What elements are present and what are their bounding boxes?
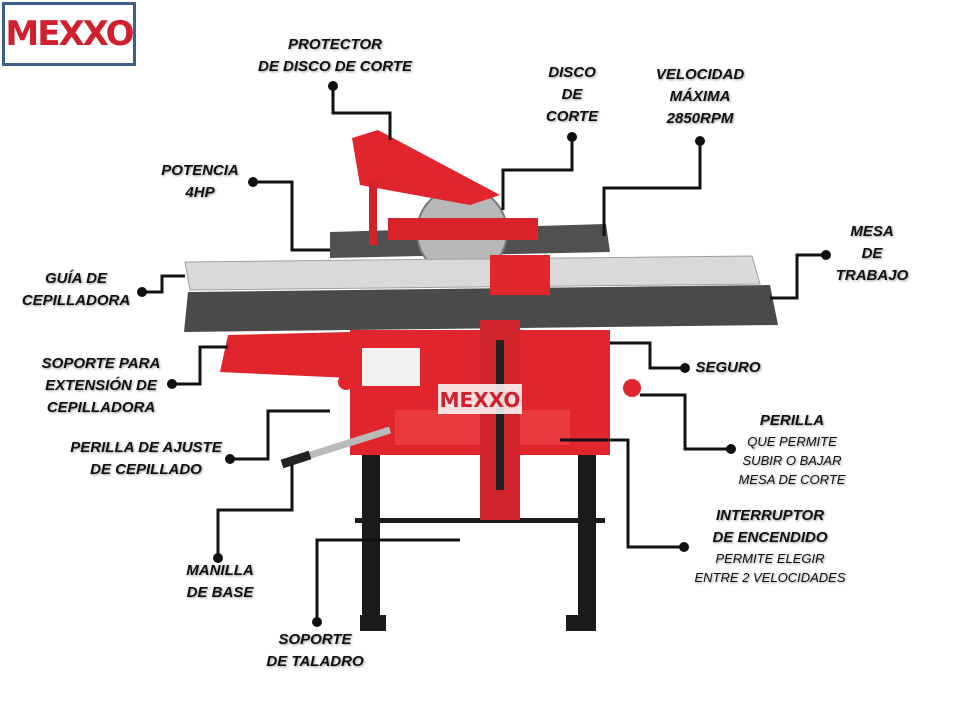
label-title: DE CEPILLADO bbox=[90, 461, 202, 478]
label-title: DE DISCO DE CORTE bbox=[258, 58, 412, 75]
label-manilla: MANILLA DE BASE bbox=[170, 560, 270, 604]
label-perilla: PERILLA QUE PERMITE SUBIR O BAJAR MESA DE C… bbox=[730, 410, 854, 489]
planer-fence bbox=[184, 255, 761, 291]
label-title: PERILLA bbox=[759, 412, 825, 429]
stand-legs bbox=[355, 455, 605, 631]
label-title: INTERRUPTOR bbox=[715, 507, 825, 524]
label-interruptor: INTERRUPTOR DE ENCENDIDO PERMITE ELEGIR ENT… bbox=[690, 505, 850, 587]
label-velocidad: VELOCIDAD MÁXIMA 2850RPM bbox=[640, 64, 760, 130]
knob bbox=[623, 379, 641, 397]
label-title: GUÍA DE bbox=[45, 270, 107, 287]
label-title: MÁXIMA bbox=[669, 88, 731, 105]
mexxo-logo: MEXXO bbox=[2, 2, 136, 66]
label-subtitle: QUE PERMITE bbox=[747, 434, 837, 449]
label-title: EXTENSIÓN DE bbox=[45, 377, 157, 394]
label-soporte-taladro: SOPORTE DE TALADRO bbox=[255, 629, 375, 673]
label-perilla-ajuste: PERILLA DE AJUSTE DE CEPILLADO bbox=[62, 437, 230, 481]
label-title: MESA bbox=[850, 223, 894, 240]
label-title: DE ENCENDIDO bbox=[712, 529, 828, 546]
label-title: CORTE bbox=[545, 108, 599, 125]
leader-dots bbox=[137, 81, 831, 627]
label-title: 4HP bbox=[185, 184, 215, 201]
label-title: MANILLA bbox=[186, 562, 254, 579]
label-subtitle: MESA DE CORTE bbox=[738, 472, 846, 487]
work-table bbox=[184, 285, 778, 332]
label-mesa: MESA DE TRABAJO bbox=[826, 221, 918, 287]
label-title: DISCO bbox=[548, 64, 596, 81]
blade-guard bbox=[352, 130, 500, 205]
label-title: 2850RPM bbox=[666, 110, 734, 127]
leader-lines bbox=[142, 86, 826, 622]
label-title: VELOCIDAD bbox=[655, 66, 745, 83]
label-title: CEPILLADORA bbox=[21, 292, 131, 309]
label-title: PROTECTOR bbox=[288, 36, 382, 53]
label-title: DE BASE bbox=[186, 584, 254, 601]
label-title: DE TALADRO bbox=[266, 653, 364, 670]
label-soporte-extension: SOPORTE PARA EXTENSIÓN DE CEPILLADORA bbox=[30, 353, 172, 419]
label-title: SOPORTE PARA bbox=[41, 355, 161, 372]
label-protector: PROTECTOR DE DISCO DE CORTE bbox=[250, 34, 420, 78]
label-subtitle: ENTRE 2 VELOCIDADES bbox=[694, 570, 846, 585]
label-title: PERILLA DE AJUSTE bbox=[70, 439, 222, 456]
machine-badge: MEXXO bbox=[440, 388, 521, 412]
label-disco: DISCO DE CORTE bbox=[530, 62, 614, 128]
logo-text: MEXXO bbox=[5, 14, 134, 54]
label-title: CEPILLADORA bbox=[46, 399, 156, 416]
label-title: SOPORTE bbox=[278, 631, 352, 648]
label-subtitle: SUBIR O BAJAR bbox=[742, 453, 842, 468]
label-title: DE bbox=[561, 86, 583, 103]
label-title: SEGURO bbox=[695, 359, 761, 376]
label-title: TRABAJO bbox=[835, 267, 909, 284]
label-subtitle: PERMITE ELEGIR bbox=[715, 551, 825, 566]
label-seguro: SEGURO bbox=[690, 357, 766, 379]
planer-extension-support bbox=[220, 332, 350, 378]
label-title: DE bbox=[861, 245, 883, 262]
label-potencia: POTENCIA 4HP bbox=[150, 160, 250, 204]
label-title: POTENCIA bbox=[161, 162, 239, 179]
label-guia: GUÍA DE CEPILLADORA bbox=[15, 268, 137, 312]
